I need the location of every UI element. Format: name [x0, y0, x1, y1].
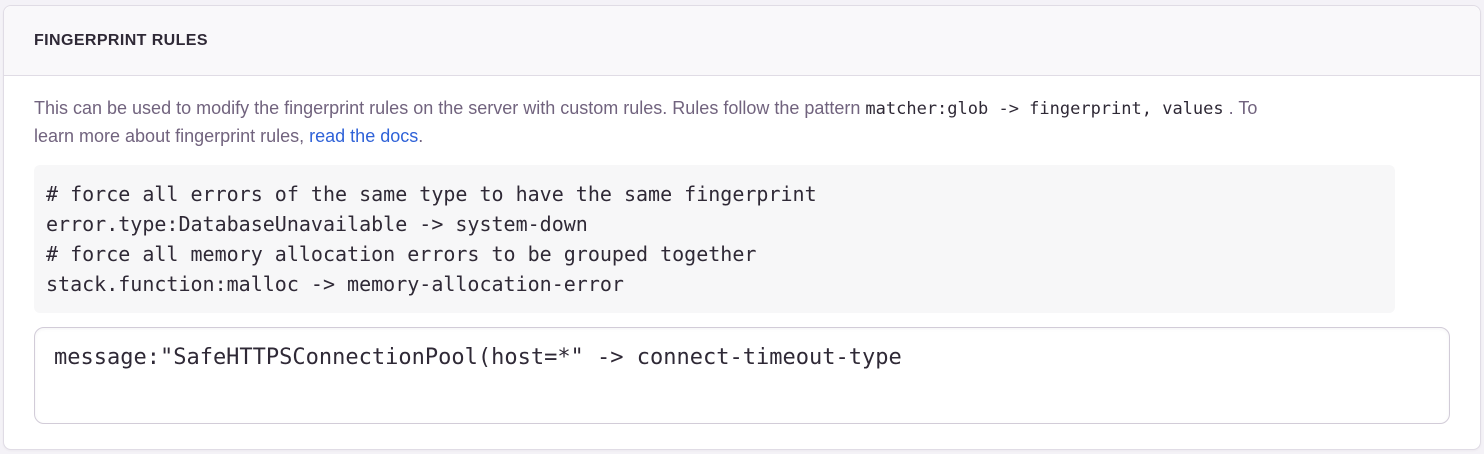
fingerprint-rules-description: This can be used to modify the fingerpri…	[34, 95, 1450, 150]
fingerprint-rules-panel: FINGERPRINT RULES This can be used to mo…	[3, 5, 1481, 450]
description-text-line2: learn more about fingerprint rules,	[34, 126, 310, 146]
description-text-before-code: This can be used to modify the fingerpri…	[34, 98, 861, 118]
description-text-after-code: . To	[1228, 98, 1258, 118]
description-line-1: This can be used to modify the fingerpri…	[34, 95, 1450, 123]
panel-title: FINGERPRINT RULES	[4, 6, 1480, 76]
pattern-inline-code: matcher:glob -> fingerprint, values	[865, 99, 1224, 119]
description-period: .	[418, 126, 424, 146]
read-the-docs-link[interactable]: read the docs	[309, 126, 419, 146]
description-line-2: learn more about fingerprint rules, read…	[34, 123, 1450, 150]
panel-body: This can be used to modify the fingerpri…	[4, 76, 1480, 449]
fingerprint-rules-input[interactable]: message:"SafeHTTPSConnectionPool(host=*"…	[34, 327, 1450, 424]
fingerprint-rules-example-block: # force all errors of the same type to h…	[34, 165, 1395, 313]
